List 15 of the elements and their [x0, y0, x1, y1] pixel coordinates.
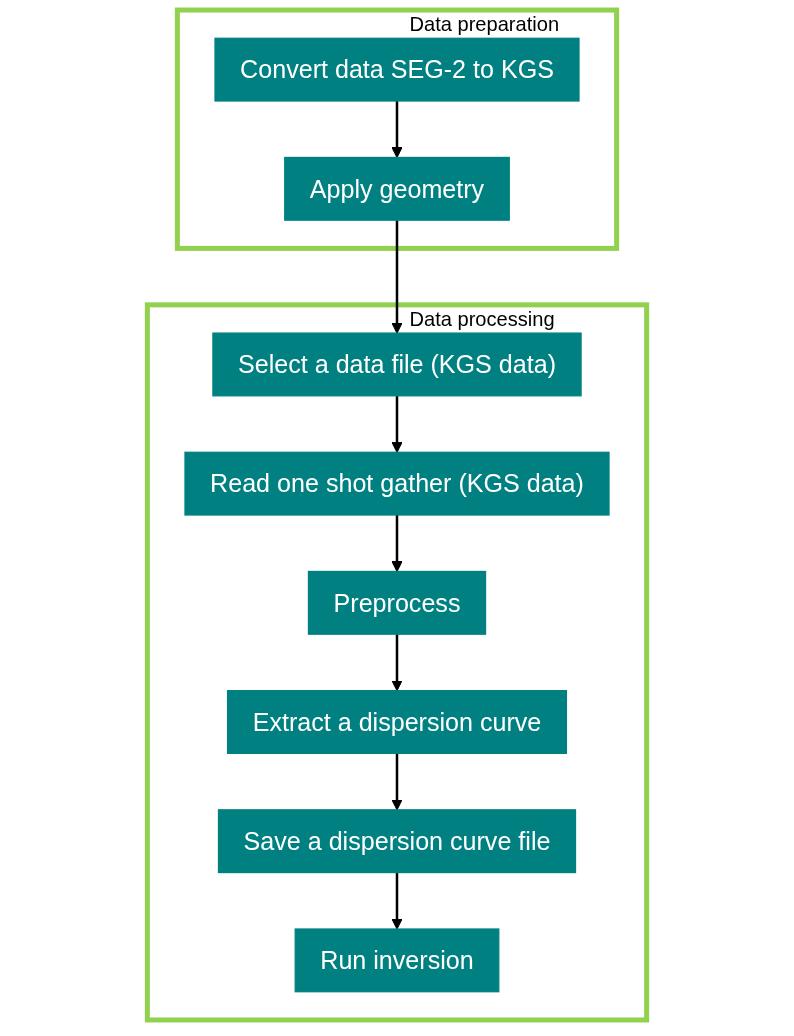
node-box: Convert data SEG-2 to KGS	[214, 37, 580, 102]
arrow	[391, 515, 403, 572]
arrow	[391, 634, 403, 692]
node-box: Read one shot gather (KGS data)	[184, 451, 610, 516]
node-box: Extract a dispersion curve	[226, 690, 568, 754]
arrow	[391, 220, 403, 334]
node-box: Select a data file (KGS data)	[212, 332, 582, 397]
arrow	[391, 101, 403, 158]
node-box: Preprocess	[307, 570, 487, 635]
node-box: Save a dispersion curve file	[217, 809, 577, 874]
arrow	[391, 753, 403, 811]
arrow	[391, 395, 403, 453]
node-box: Apply geometry	[284, 156, 510, 221]
arrow	[391, 872, 403, 930]
node-box: Run inversion	[294, 928, 500, 993]
